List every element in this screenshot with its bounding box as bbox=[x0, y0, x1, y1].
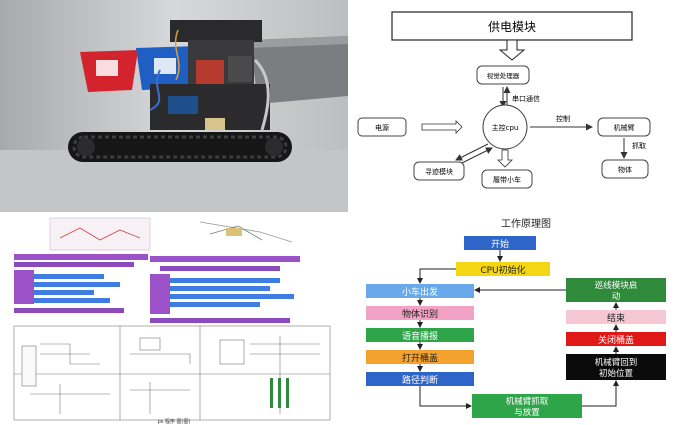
flow-node-start: 开始 bbox=[464, 236, 536, 250]
svg-text:动: 动 bbox=[612, 291, 621, 302]
flow-title: 工作原理图 bbox=[501, 218, 551, 230]
svg-text:开始: 开始 bbox=[491, 238, 509, 250]
arm-box bbox=[597, 117, 651, 137]
cpu-node bbox=[482, 104, 528, 150]
svg-text:结束: 结束 bbox=[607, 312, 625, 324]
svg-text:路径判断: 路径判断 bbox=[402, 374, 438, 386]
program-circuit-collage: ps 程序 图(图) bbox=[0, 214, 348, 425]
vision-label: 视觉处理器 bbox=[487, 71, 520, 80]
line-module-box bbox=[413, 161, 465, 181]
power-label: 电源 bbox=[375, 123, 389, 132]
car-box bbox=[481, 169, 533, 189]
svg-text:关闭桶盖: 关闭桶盖 bbox=[598, 334, 634, 346]
robot-illustration bbox=[0, 0, 348, 212]
vision-box bbox=[476, 65, 530, 85]
flow-node-path: 路径判断 bbox=[366, 372, 474, 386]
svg-text:与放置: 与放置 bbox=[514, 407, 540, 418]
flow-node-line-start: 巡线模块启 动 bbox=[566, 278, 666, 302]
flow-node-open-bin: 打开桶盖 bbox=[366, 350, 474, 364]
circuit-schematics bbox=[13, 325, 331, 421]
flow-connectors bbox=[417, 250, 619, 409]
grab-label: 抓取 bbox=[632, 141, 646, 150]
flow-node-end: 结束 bbox=[566, 310, 666, 324]
control-label: 控制 bbox=[556, 114, 570, 123]
flow-node-close-bin: 关闭桶盖 bbox=[566, 332, 666, 346]
svg-text:机械臂抓取: 机械臂抓取 bbox=[506, 396, 549, 407]
down-arrow-icon bbox=[498, 39, 526, 61]
svg-text:语音播报: 语音播报 bbox=[402, 330, 438, 342]
svg-text:小车出发: 小车出发 bbox=[402, 286, 438, 298]
system-block-diagram: 供电模块 视觉处理器 串口通信 主控cpu 电源 控制 机械臂 抓取 物体 寻迹… bbox=[352, 0, 700, 212]
code-caption: ps 程序 图(图) bbox=[158, 418, 191, 425]
car-label: 履带小车 bbox=[493, 175, 521, 184]
track-icon bbox=[68, 132, 292, 162]
flow-node-voice: 语音播报 bbox=[366, 328, 474, 342]
robot-photo bbox=[0, 0, 348, 212]
svg-text:物体识别: 物体识别 bbox=[402, 308, 438, 320]
svg-text:CPU初始化: CPU初始化 bbox=[480, 264, 525, 276]
power-box bbox=[357, 117, 407, 137]
flow-node-arm-grab: 机械臂抓取 与放置 bbox=[472, 394, 582, 418]
cpu-label: 主控cpu bbox=[492, 123, 519, 132]
serial-label: 串口通信 bbox=[512, 94, 540, 103]
arm-label: 机械臂 bbox=[614, 123, 635, 132]
work-principle-flowchart: 工作原理图 开始 CPU初始化 小车出发 物体识别 语音播报 打开桶盖 路径 bbox=[352, 214, 700, 425]
flow-node-object-detect: 物体识别 bbox=[366, 306, 474, 320]
svg-text:初始位置: 初始位置 bbox=[599, 368, 634, 379]
object-label: 物体 bbox=[618, 165, 632, 174]
flow-node-arm-return: 机械臂回到 初始位置 bbox=[566, 354, 666, 380]
line-module-label: 寻迹模块 bbox=[425, 167, 453, 176]
svg-text:巡线模块启: 巡线模块启 bbox=[595, 280, 638, 291]
flow-node-car-start: 小车出发 bbox=[366, 284, 474, 298]
flow-node-cpu-init: CPU初始化 bbox=[456, 262, 550, 276]
svg-text:打开桶盖: 打开桶盖 bbox=[402, 352, 438, 364]
power-supply-label: 供电模块 bbox=[488, 20, 536, 34]
svg-text:机械臂回到: 机械臂回到 bbox=[595, 357, 638, 368]
code-blocks bbox=[14, 254, 300, 323]
object-box bbox=[601, 159, 649, 179]
